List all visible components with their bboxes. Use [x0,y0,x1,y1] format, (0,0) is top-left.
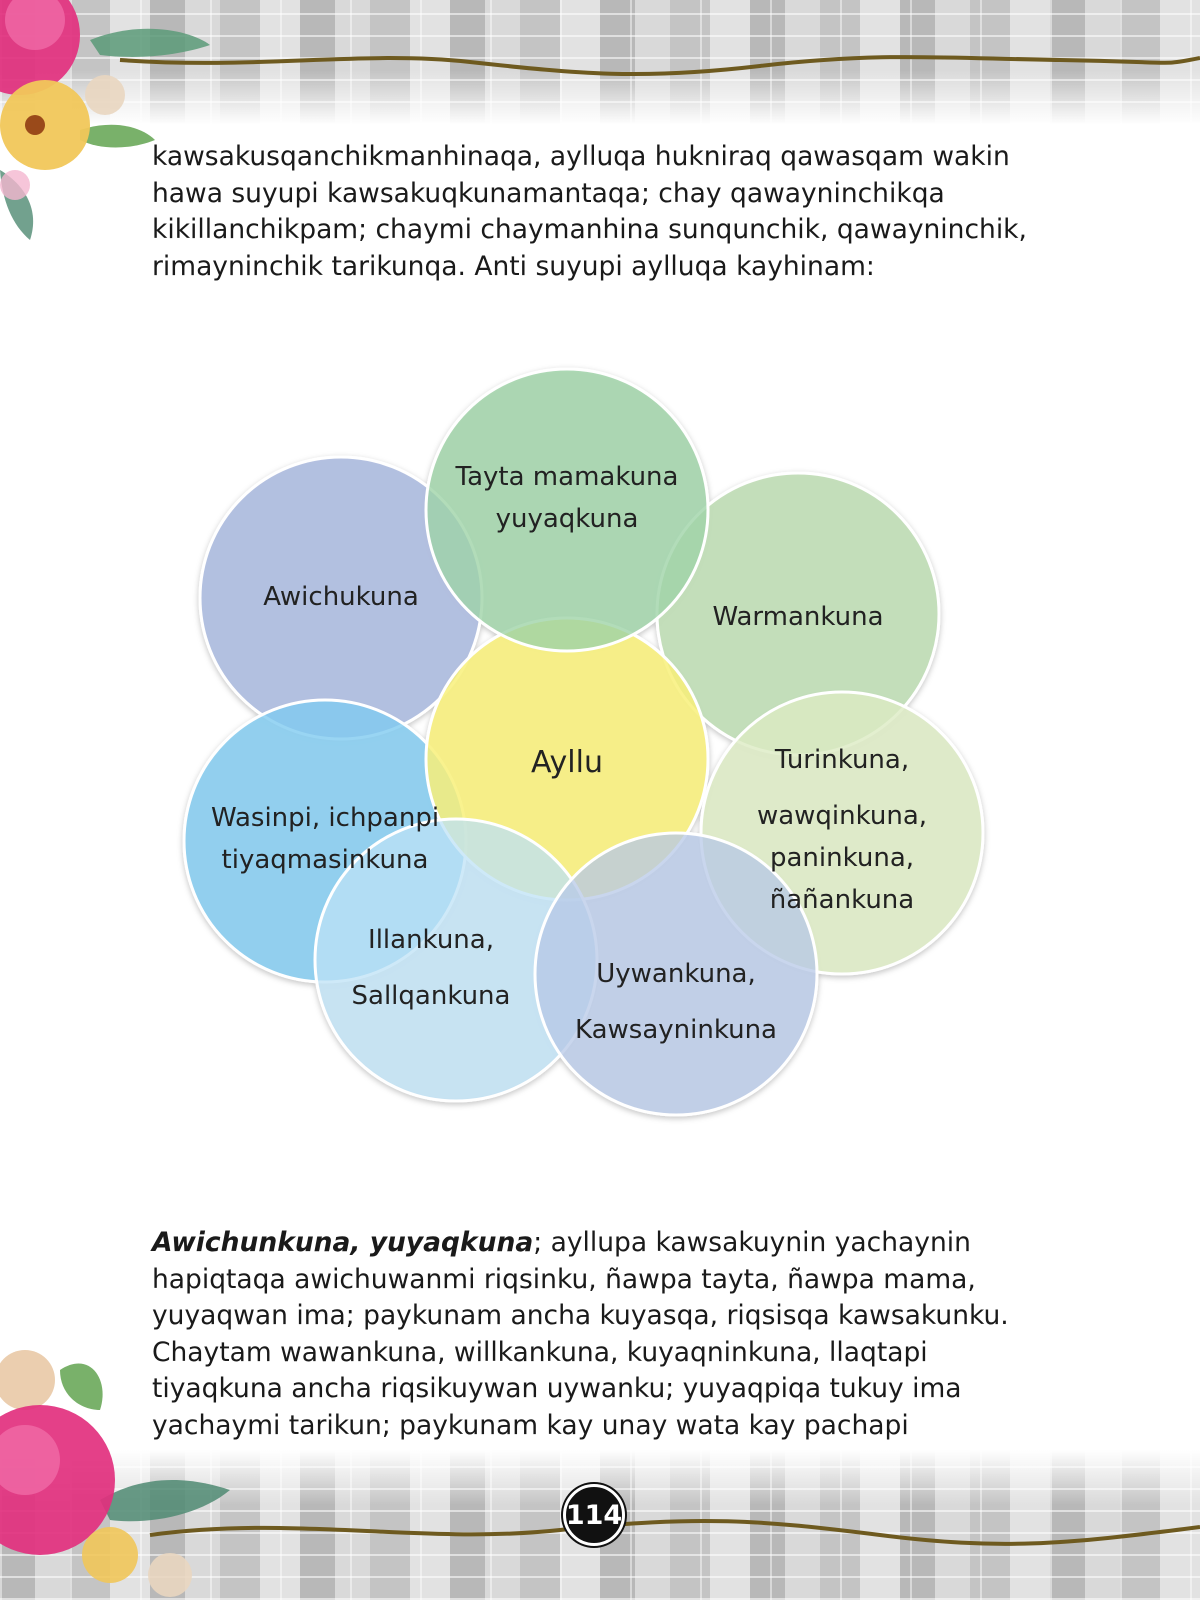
flower-bouquet-top-left [0,0,210,240]
upper-left-label: Awichukuna [263,582,419,612]
right-label-line-1: Turinkuna, [774,745,909,775]
flower-bouquet-bottom-left [0,1350,230,1597]
circle-lower-right [533,831,819,1117]
footer-vine [149,1518,1200,1546]
left-label-line-2: tiyaqmasinkuna [222,845,429,875]
body-paragraph: Awichunkuna, yuyaqkuna; ayllupa kawsakuy… [152,1225,1052,1444]
body-lead-term: Awichunkuna, yuyaqkuna [152,1227,534,1258]
left-label-line-1: Wasinpi, ichpanpi [211,803,439,833]
right-label-line-3: paninkuna, [770,843,914,873]
header-vine [119,55,1200,77]
lower-left-label-line-2: Sallqankuna [352,981,511,1011]
top-label-line-1: Tayta mamakuna [455,462,679,492]
lower-left-label-line-1: Illankuna, [368,925,494,955]
circle-top [424,367,710,653]
lower-right-label-line-2: Kawsayninkuna [575,1015,777,1045]
upper-right-label: Warmankuna [712,602,883,632]
right-label-line-4: ñañankuna [770,885,914,915]
intro-paragraph: kawsakusqanchikmanhinaqa, aylluqa huknir… [152,141,1027,282]
lower-right-label-line-1: Uywankuna, [596,959,756,989]
right-label-line-2: wawqinkuna, [757,801,927,831]
body-text: ; ayllupa kawsakuynin yachaynin hapiqtaq… [152,1227,1009,1441]
center-label: Ayllu [531,745,603,780]
header-fade [0,70,1200,125]
top-label-line-2: yuyaqkuna [496,504,639,534]
header-stone-wall [0,0,1200,125]
page-number-badge: 114 [563,1484,625,1546]
